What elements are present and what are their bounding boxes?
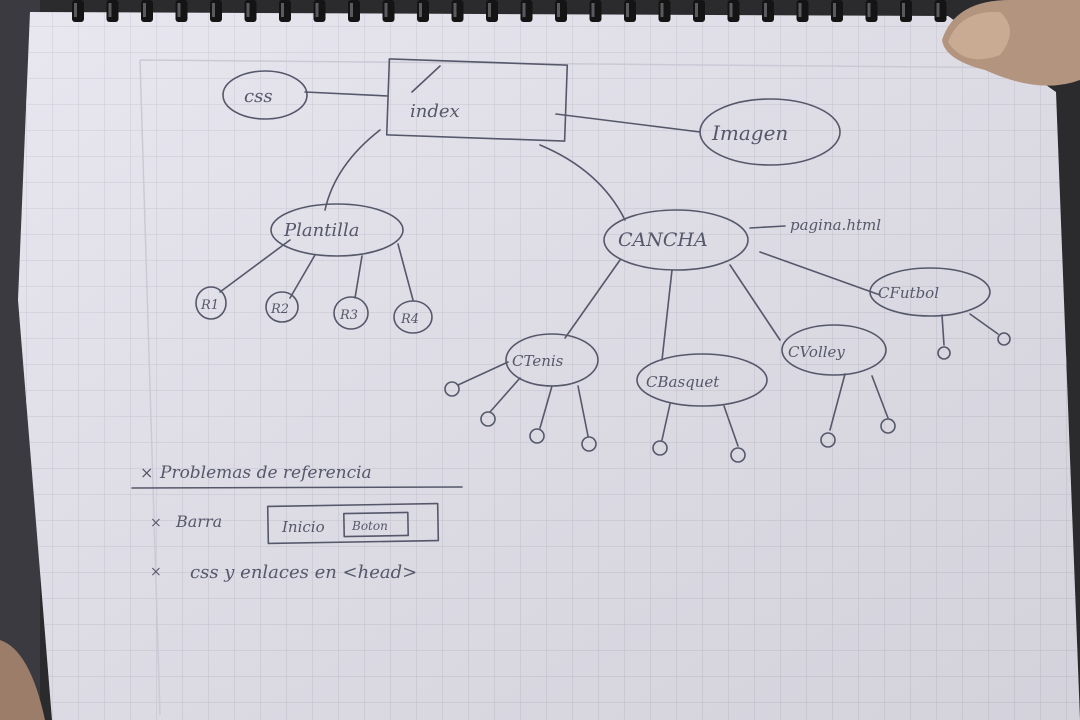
r3-node bbox=[333, 296, 369, 330]
spiral-ring bbox=[555, 0, 567, 22]
images-label: Imagen bbox=[711, 121, 788, 145]
spiral-ring bbox=[796, 0, 809, 22]
spiral-ring bbox=[865, 0, 878, 22]
spiral-ring bbox=[658, 0, 671, 22]
tenis-label: CTenis bbox=[512, 352, 564, 370]
r1-label: R1 bbox=[200, 298, 219, 313]
spiral-ring bbox=[900, 0, 912, 22]
bullet: × bbox=[140, 463, 153, 482]
spiral-ring bbox=[72, 0, 84, 22]
spiral-ring bbox=[244, 0, 257, 22]
spiral-ring bbox=[934, 0, 947, 22]
notes-section: × Problemas de referencia × Barra Inicio… bbox=[131, 463, 463, 583]
cancha-node bbox=[603, 209, 749, 271]
spiral-ring bbox=[106, 0, 119, 22]
futbol-node bbox=[869, 267, 991, 317]
navbar-sketch bbox=[266, 502, 440, 545]
images-node bbox=[699, 98, 841, 166]
spiral-ring bbox=[762, 0, 774, 22]
sitemap-diagram: index css Imagen Plantilla R1 R2 R3 R4 C… bbox=[195, 58, 1011, 463]
notes-heading: Problemas de referencia bbox=[159, 463, 372, 483]
bullet: × bbox=[150, 515, 162, 531]
button-sketch bbox=[343, 511, 410, 538]
basquet-node bbox=[636, 353, 768, 407]
bullet: × bbox=[150, 564, 162, 580]
spiral-ring bbox=[417, 0, 429, 22]
spiral-ring bbox=[279, 0, 291, 22]
r4-node bbox=[393, 300, 433, 334]
hand bbox=[0, 640, 45, 720]
spiral-ring bbox=[693, 0, 705, 22]
spiral-ring bbox=[486, 0, 498, 22]
index-node bbox=[385, 58, 569, 142]
volley-node bbox=[781, 324, 887, 376]
spiral-ring bbox=[727, 0, 740, 22]
note-item-2: css y enlaces en <head> bbox=[190, 562, 417, 583]
css-label: css bbox=[244, 86, 273, 107]
r2-label: R2 bbox=[270, 302, 289, 317]
spiral-ring bbox=[175, 0, 188, 22]
futbol-label: CFutbol bbox=[878, 284, 939, 302]
note-item-1-label: Barra bbox=[175, 512, 222, 531]
spiral-ring bbox=[382, 0, 395, 22]
button-sketch-text: Boton bbox=[351, 519, 388, 533]
cancha-note: pagina.html bbox=[790, 216, 881, 234]
spiral-ring bbox=[141, 0, 153, 22]
spiral-ring bbox=[520, 0, 533, 22]
plantilla-label: Plantilla bbox=[283, 220, 359, 241]
r3-label: R3 bbox=[339, 308, 358, 323]
navbar-sketch-text: Inicio bbox=[281, 518, 325, 536]
volley-label: CVolley bbox=[788, 343, 845, 361]
spiral-ring bbox=[589, 0, 602, 22]
css-node bbox=[222, 70, 308, 120]
plantilla-node bbox=[270, 203, 404, 257]
spiral-ring bbox=[313, 0, 326, 22]
cancha-label: CANCHA bbox=[618, 229, 708, 251]
r4-label: R4 bbox=[400, 312, 419, 327]
index-label: index bbox=[410, 101, 460, 122]
spiral-ring bbox=[348, 0, 360, 22]
r1-node bbox=[195, 286, 227, 320]
spiral-ring bbox=[451, 0, 464, 22]
basquet-label: CBasquet bbox=[646, 373, 720, 391]
thumb bbox=[942, 0, 1080, 86]
spiral-ring bbox=[210, 0, 222, 22]
spiral-ring bbox=[831, 0, 843, 22]
spiral-ring bbox=[624, 0, 636, 22]
r2-node bbox=[265, 291, 299, 323]
spiral-binding bbox=[72, 0, 947, 22]
